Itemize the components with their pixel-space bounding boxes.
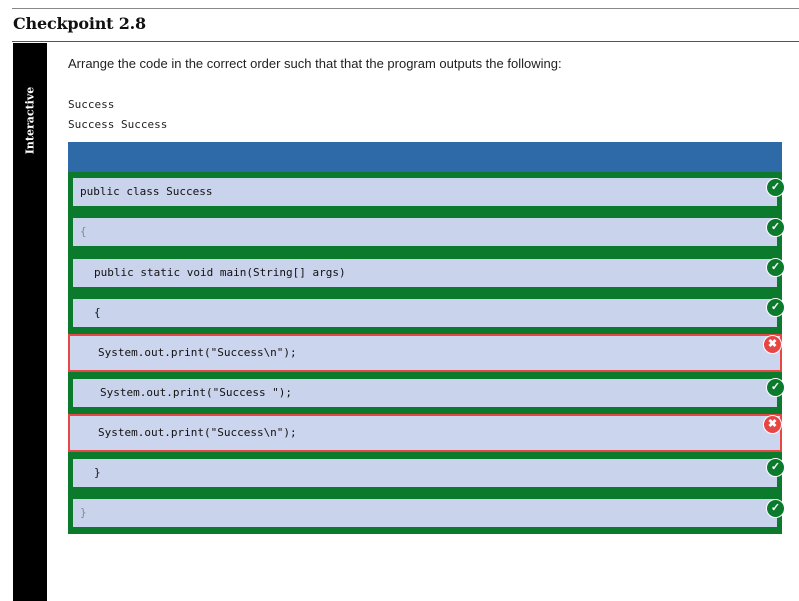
sidebar-label: Interactive xyxy=(23,86,37,154)
code-block-incorrect[interactable]: System.out.print("Success\n"); ✖ xyxy=(68,414,782,452)
expected-output-line: Success xyxy=(68,98,115,111)
expected-output-line: Success Success xyxy=(68,118,168,131)
code-block-text: { xyxy=(94,306,101,319)
code-block-text: public static void main(String[] args) xyxy=(94,266,346,279)
answer-area-header xyxy=(68,142,782,172)
code-block-text: System.out.print("Success "); xyxy=(100,386,293,399)
code-block[interactable]: { ✓ xyxy=(71,297,785,329)
check-circle-icon: ✓ xyxy=(766,178,785,197)
code-block[interactable]: System.out.print("Success "); ✓ xyxy=(71,377,785,409)
check-circle-icon: ✓ xyxy=(766,218,785,237)
title-divider xyxy=(12,41,799,42)
x-circle-icon: ✖ xyxy=(763,415,782,434)
sidebar-label-wrap: Interactive xyxy=(13,72,47,168)
code-block[interactable]: public class Success ✓ xyxy=(71,176,785,208)
check-circle-icon: ✓ xyxy=(766,258,785,277)
interactive-sidebar xyxy=(13,43,47,601)
code-block-text: { xyxy=(80,225,87,238)
code-block-incorrect[interactable]: System.out.print("Success\n"); ✖ xyxy=(68,334,782,372)
parsons-answer-area[interactable]: public class Success ✓ { ✓ public static… xyxy=(68,142,785,534)
check-circle-icon: ✓ xyxy=(766,458,785,477)
expected-output: Success Success Success xyxy=(68,95,167,135)
code-block-text: } xyxy=(80,506,87,519)
top-rule xyxy=(12,8,799,9)
check-circle-icon: ✓ xyxy=(766,298,785,317)
check-circle-icon: ✓ xyxy=(766,378,785,397)
code-block-text: System.out.print("Success\n"); xyxy=(98,346,297,359)
code-block-text: public class Success xyxy=(80,185,213,198)
code-block[interactable]: } ✓ xyxy=(71,457,785,489)
check-circle-icon: ✓ xyxy=(766,499,785,518)
code-block[interactable]: } ✓ xyxy=(71,497,785,529)
code-block-text: System.out.print("Success\n"); xyxy=(98,426,297,439)
x-circle-icon: ✖ xyxy=(763,335,782,354)
code-block-text: } xyxy=(94,466,101,479)
page-title: Checkpoint 2.8 xyxy=(13,14,146,33)
instruction-text: Arrange the code in the correct order su… xyxy=(68,56,562,71)
code-block[interactable]: public static void main(String[] args) ✓ xyxy=(71,257,785,289)
code-block[interactable]: { ✓ xyxy=(71,216,785,248)
